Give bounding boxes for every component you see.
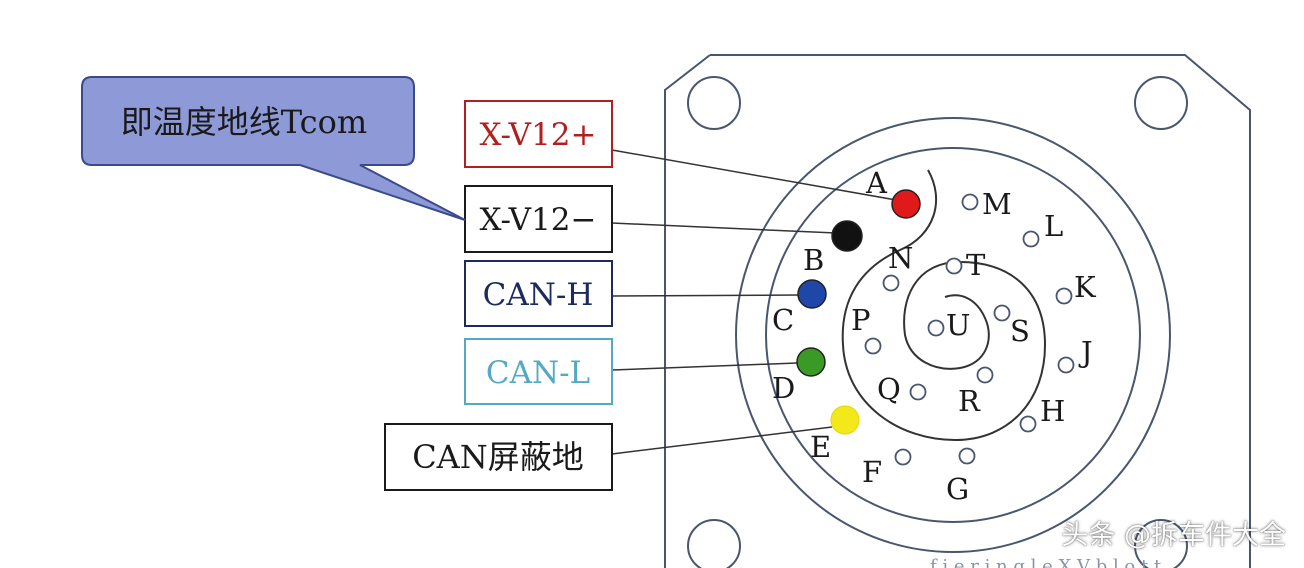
pin-d-label: D	[772, 371, 795, 405]
x-v12-plus-box	[464, 100, 613, 168]
pin-c-label: C	[772, 303, 794, 337]
pin-c-dot	[797, 279, 827, 309]
pin-u-dot	[927, 319, 945, 337]
pin-m-dot	[961, 193, 979, 211]
pin-a-dot	[891, 189, 921, 219]
can-h-label: CAN-H	[483, 277, 594, 313]
connector-flange	[664, 54, 1251, 568]
callout-bubble	[81, 76, 466, 221]
pin-k-dot	[1055, 287, 1073, 305]
pin-t-label: T	[966, 248, 986, 282]
pin-g-label: G	[946, 472, 969, 506]
wire-x-v12-plus	[611, 149, 897, 201]
pin-e-dot	[830, 405, 860, 435]
watermark: 头条 @拆车件大全	[1061, 520, 1286, 551]
wire-x-v12-minus	[611, 222, 837, 234]
pin-j-label: J	[1078, 335, 1093, 369]
connector-outer-ring	[735, 117, 1171, 553]
pin-f-dot	[894, 448, 912, 466]
mount-hole-top-left	[687, 76, 741, 130]
pin-l-dot	[1022, 230, 1040, 248]
x-v12-plus-label: X-V12+	[480, 117, 597, 153]
can-l-box	[464, 338, 613, 405]
mount-hole-top-right	[1134, 76, 1188, 130]
pin-r-dot	[976, 366, 994, 384]
pin-t-dot	[945, 257, 963, 275]
pin-h-label: H	[1040, 394, 1065, 428]
pin-d-dot	[796, 347, 826, 377]
pin-l-label: L	[1044, 209, 1063, 243]
pin-g-dot	[958, 447, 976, 465]
connector-inner-ring	[765, 147, 1141, 523]
pin-q-label: Q	[877, 372, 901, 406]
pin-e-label: E	[810, 430, 831, 464]
pin-h-dot	[1019, 415, 1037, 433]
pin-p-label: P	[851, 303, 871, 337]
wires	[611, 149, 897, 455]
can-l-label: CAN-L	[486, 355, 590, 391]
mount-hole-bottom-right	[1134, 519, 1188, 568]
pin-n-label: N	[888, 241, 913, 275]
pin-n-dot	[882, 274, 900, 292]
wire-can-h	[611, 294, 801, 297]
pin-k-label: K	[1074, 270, 1097, 304]
pin-a-label: A	[865, 166, 888, 200]
pin-b-label: B	[803, 243, 824, 277]
small-pins	[864, 193, 1075, 466]
can-shield-box	[384, 423, 613, 491]
pin-p-dot	[864, 337, 882, 355]
pin-f-label: F	[862, 455, 882, 489]
pin-s-label: S	[1010, 314, 1030, 348]
can-shield-label: CAN屏蔽地	[412, 438, 584, 476]
pin-s-dot	[993, 304, 1011, 322]
pin-b-dot	[831, 220, 863, 252]
pin-u-label: U	[946, 308, 970, 342]
mount-hole-bottom-left	[687, 519, 741, 568]
can-h-box	[464, 260, 613, 327]
x-v12-minus-label: X-V12−	[480, 202, 597, 238]
pin-j-dot	[1057, 356, 1075, 374]
keyway-spiral	[841, 169, 1047, 442]
wire-can-l	[611, 362, 798, 371]
pin-r-label: R	[958, 384, 981, 418]
pin-q-dot	[909, 383, 927, 401]
callout-text: 即温度地线Tcom	[121, 103, 367, 141]
wire-can-shield	[611, 426, 833, 455]
pin-m-label: M	[982, 187, 1012, 221]
bottom-cropped-text: f i e r i n g l e X V b l o t t	[930, 556, 1162, 568]
